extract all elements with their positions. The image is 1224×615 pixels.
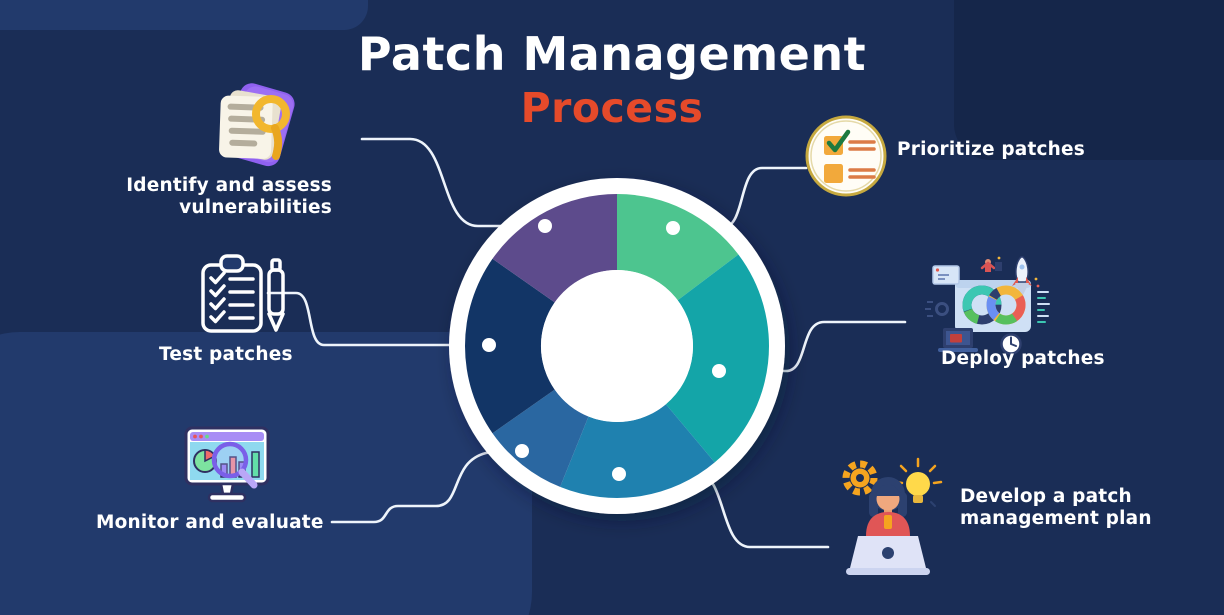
- connector-monitor: [330, 449, 524, 524]
- dot-identify: [538, 219, 552, 233]
- step-label-develop-line2: management plan: [960, 507, 1152, 529]
- checklist-badge-icon: [805, 115, 887, 197]
- step-label-identify-line1: Identify and assess: [126, 175, 332, 196]
- step-label-deploy: Deploy patches: [941, 348, 1105, 369]
- donut-segment: [617, 194, 739, 301]
- dot-deploy: [712, 364, 726, 378]
- dot-develop: [612, 467, 626, 481]
- page-title: Patch Management: [357, 27, 867, 81]
- connector-dots: [482, 219, 726, 481]
- dot-prioritize: [666, 221, 680, 235]
- donut-segment: [492, 389, 589, 487]
- background-panel-top-left: [0, 0, 368, 30]
- clipboard-pen-icon: [201, 254, 285, 333]
- dot-monitor: [515, 444, 529, 458]
- step-label-develop-line1: Develop a patch: [960, 486, 1132, 507]
- step-label-identify-line2: vulnerabilities: [179, 196, 332, 218]
- dot-test: [482, 338, 496, 352]
- person-planning-icon: [842, 457, 943, 575]
- connector-deploy: [717, 320, 907, 373]
- donut-hole: [541, 270, 693, 422]
- step-label-develop: Develop a patch management plan: [960, 486, 1152, 529]
- step-label-identify: Identify and assess vulnerabilities: [90, 175, 332, 218]
- donut-segment: [665, 254, 769, 463]
- connector-test: [266, 291, 491, 347]
- background-panel-top-right: [954, 0, 1224, 160]
- step-label-prioritize: Prioritize patches: [897, 139, 1086, 160]
- donut-segment: [560, 404, 715, 498]
- donut-segments: [464, 194, 769, 498]
- document-search-3d-icon: [219, 83, 295, 167]
- donut-chart: [449, 178, 785, 514]
- step-label-monitor: Monitor and evaluate: [96, 512, 324, 533]
- donut-segment: [492, 194, 617, 303]
- connector-identify: [360, 137, 547, 228]
- monitor-analytics-icon: [184, 426, 270, 503]
- devops-pipeline-icon: [925, 256, 1050, 355]
- step-label-test: Test patches: [159, 344, 293, 365]
- page-subtitle: Process: [520, 84, 704, 132]
- donut-segment: [464, 258, 555, 434]
